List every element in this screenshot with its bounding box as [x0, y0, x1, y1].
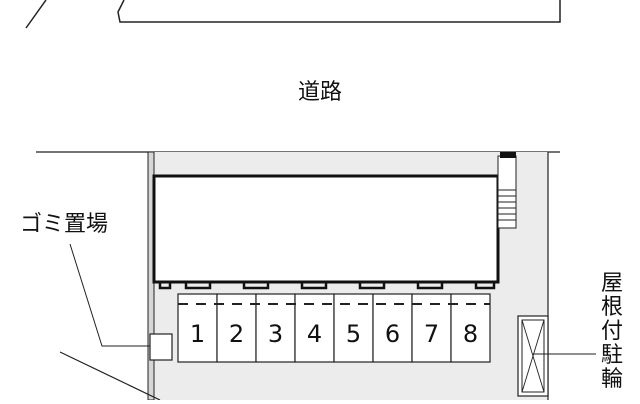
- opposite-building-right-outline: [117, 0, 561, 23]
- parking-space: [333, 293, 374, 363]
- exterior-stairs: [497, 155, 517, 229]
- opposite-building-left-outline: [25, 0, 47, 29]
- building-balcony-edge: [158, 282, 496, 290]
- bike-label-char: 駐: [600, 343, 623, 368]
- parking-space-number: 1: [190, 320, 205, 348]
- parking-space-number: 6: [385, 320, 400, 348]
- bike-label-char: 輪: [600, 367, 623, 392]
- parking-space: [411, 293, 452, 363]
- bike-label-char: 屋: [600, 271, 623, 296]
- stair-landing: [500, 152, 516, 158]
- road-label: 道路: [298, 80, 343, 105]
- parking-space: [177, 293, 218, 363]
- parking-space: [450, 293, 491, 363]
- parking-space-number: 4: [307, 320, 322, 348]
- bike-label-char: 付: [600, 319, 623, 344]
- trash-area-label: ゴミ置場: [20, 212, 109, 237]
- parking-space-number: 5: [346, 320, 361, 348]
- parking-space-number: 8: [463, 320, 478, 348]
- entry-boundary-line: [59, 351, 161, 401]
- bike-label-char: 根: [600, 295, 623, 320]
- bike-parking-label: 屋 根 付 駐 輪: [600, 272, 624, 392]
- building-footprint: [152, 174, 500, 284]
- parking-space-number: 2: [229, 320, 244, 348]
- trash-collection-box: [149, 333, 173, 361]
- trash-leader-line: [69, 243, 150, 347]
- parking-space-number: 3: [268, 320, 283, 348]
- parking-space: [255, 293, 296, 363]
- parking-space-number: 7: [424, 320, 439, 348]
